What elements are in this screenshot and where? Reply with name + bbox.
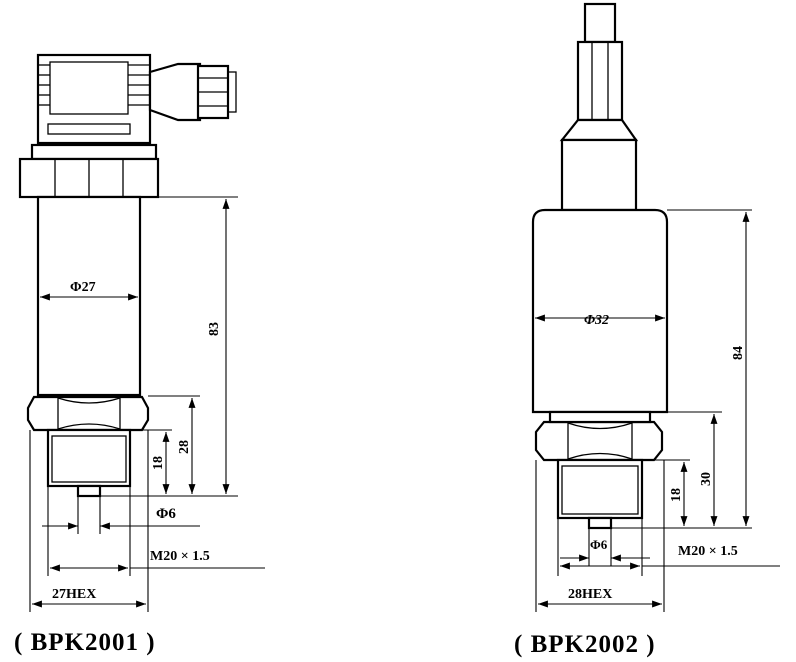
- cable-outlet: [559, 2, 639, 212]
- bpk2001-thread-label: M20 × 1.5: [150, 549, 210, 564]
- sensor-body: [531, 208, 669, 414]
- bpk2002-thread-label: M20 × 1.5: [678, 544, 738, 559]
- bpk2002-height-fitting-label: 30: [699, 472, 714, 486]
- bpk2002-caption: ( BPK2002 ): [514, 631, 656, 658]
- bpk2001-sensor: Φ27 83 28 18 Φ6 M20 × 1.5 27HEX ( BPK200…: [14, 53, 265, 656]
- bpk2001-dia-body-label: Φ27: [70, 280, 96, 295]
- bpk2001-height-total-label: 83: [207, 322, 222, 336]
- bpk2001-height-thread-label: 18: [151, 456, 166, 470]
- bpk2001-dimensions: [29, 196, 265, 612]
- bpk2001-hex-label: 27HEX: [52, 587, 96, 602]
- bpk2002-dia-body-label: Φ32: [584, 313, 609, 328]
- bpk2001-height-fitting-label: 28: [177, 440, 192, 454]
- thread-fitting: [46, 428, 132, 498]
- hex-fitting: [534, 410, 664, 462]
- thread-fitting: [556, 458, 644, 530]
- bpk2002-hex-label: 28HEX: [568, 587, 612, 602]
- knurled-nut: [18, 143, 160, 199]
- bpk2002-height-total-label: 84: [731, 346, 746, 360]
- bpk2002-sensor: Φ32 84 30 18 Φ6 M20 × 1.5 28HEX ( BPK200…: [514, 2, 780, 658]
- sensor-body: [36, 195, 142, 397]
- din-connector: [36, 53, 237, 145]
- bpk2002-dimensions: [535, 209, 780, 612]
- bpk2002-dia-port-label: Φ6: [590, 537, 608, 552]
- bpk2001-caption: ( BPK2001 ): [14, 629, 156, 656]
- bpk2002-height-thread-label: 18: [669, 488, 684, 502]
- hex-fitting: [26, 395, 150, 432]
- bpk2001-dia-port-label: Φ6: [156, 506, 176, 522]
